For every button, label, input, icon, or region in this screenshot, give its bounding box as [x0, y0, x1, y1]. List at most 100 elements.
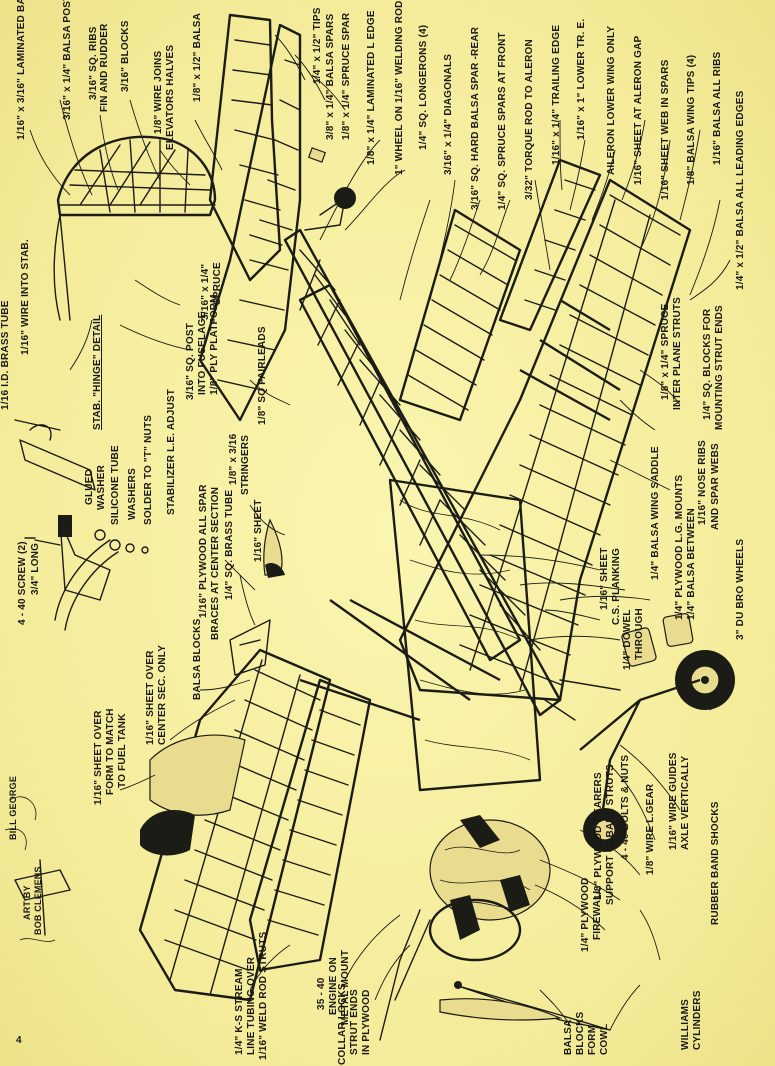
lower-wing [138, 648, 372, 1002]
label-screw: 4 - 40 SCREW (2) [17, 541, 28, 625]
label-stab-le-adjust: STABILIZER L.E. ADJUST [166, 388, 177, 515]
label-balsa-cowl: BALSA [563, 1019, 574, 1055]
label-sheet-116: 1/16" SHEET [253, 499, 264, 562]
label-firewall: 1/4" PLYWOOD [580, 877, 591, 952]
label-glued: GLUED [84, 469, 95, 505]
label-blocks: 3/16" BLOCKS [120, 20, 131, 92]
label-axle: AXLE VERTICALLY [680, 755, 691, 850]
label-line-tubing: LINE TUBING OVER [246, 956, 257, 1055]
struts [229, 298, 621, 722]
label-washer: WASHER [96, 464, 107, 510]
label-mounting-blocks: 1/4" SQ. BLOCKS FOR [702, 308, 713, 420]
label-bolts: 4 - 40 BOLTS & NUTS [620, 754, 631, 860]
label-dowel: 1/4" DOWEL [622, 609, 633, 670]
label-silicone: SILICONE TUBE [110, 445, 121, 525]
label-interplane-spruce: 1/8" x 1/4" SPRUCE [660, 303, 671, 400]
label-weld-rod: 1/16" WELD ROD STRUTS [258, 931, 269, 1060]
page-number: 4 [16, 1035, 22, 1046]
label-plywood-spar: 1/16" PLYWOOD ALL SPAR [198, 484, 209, 618]
label-hard-balsa: 3/16" SQ. HARD BALSA SPAR -REAR [470, 26, 481, 210]
label-engine: 35 - 40 [316, 977, 327, 1010]
label-mounting-strut-ends: MOUNTING STRUT ENDS [714, 305, 725, 430]
label-balsa-half: 1/8" x 1/2" BALSA [192, 12, 203, 102]
label-sheet-cs: 1/16" SHEET [599, 547, 610, 610]
label-cowl: COWL [599, 1023, 610, 1055]
label-screw-len: 3/4" LONG [30, 542, 41, 595]
fin-and-rudder [53, 135, 217, 321]
label-wing-tips: 1/8" BALSA WING TIPS (4) [686, 54, 697, 185]
label-stringers: 1/8" x 3/16 [228, 433, 239, 485]
label-diagonals: 3/16" x 1/4" DIAGONALS [443, 53, 454, 175]
label-ks-stream: 1/4" K-S STREAM [234, 968, 245, 1055]
label-tips: 1/4" x 1/2" TIPS [312, 7, 323, 84]
label-brass-tube: 1/16 I.D. BRASS TUBE [0, 300, 11, 410]
propeller [439, 981, 563, 1021]
label-collar: COLLAR LOCKS [337, 983, 348, 1065]
label-ply-bearers: 1/8" PLYWOOD BEARERS [593, 772, 604, 900]
hinge-detail [14, 419, 149, 631]
label-fuel-tank: TO FUEL TANK [117, 713, 128, 788]
tail-wheel [304, 147, 356, 231]
label-aileron: AILERON LOWER WING ONLY [606, 25, 617, 175]
label-torque-rod: 3/32" TORQUE ROD TO ALERON [524, 39, 535, 200]
label-ply-lg: 1/4" PLYWOOD L.G. MOUNTS [674, 474, 685, 620]
label-solder: SOLDER TO "T" NUTS [143, 414, 154, 525]
label-williams: WILLIAMS [680, 998, 691, 1050]
label-spruce-spar: 1/8" x 1/4" SPRUCE SPAR [341, 12, 352, 140]
label-form-fuel: FORM TO MATCH [105, 708, 116, 795]
label-form-cowl: FORM [587, 1024, 598, 1055]
label-sheet-aileron: 1/16" SHEET AT ALERON GAP [633, 35, 644, 185]
label-cabane: SUPPORT CABANE STRUTS [605, 764, 616, 905]
label-firewall2: FIREWALL [592, 887, 603, 940]
label-sheet-center: 1/16" SHEET OVER [145, 650, 156, 745]
label-wheel-weld: 1" WHEEL ON 1/16" WELDING ROD [394, 0, 405, 175]
engine-cowl [379, 815, 611, 1041]
label-sq-post: 3/16" SQ. POST [185, 322, 196, 400]
label-sheet-web: 1/16" SHEET WEB IN SPARS [660, 59, 671, 201]
label-longerons: 1/4" SQ. LONGERONS (4) [418, 24, 429, 150]
label-ply-platform: 1/8" PLY PLATFORM [209, 294, 220, 395]
label-balsa-post: 3/16" x 1/4" BALSA POST [62, 0, 73, 120]
label-lam-le: 1/8" x 1/4" LAMINATED L EDGE [366, 10, 377, 165]
upper-wing [398, 178, 692, 702]
label-through: THROUGH [634, 608, 645, 660]
label-wire-joins: 1/8" WIRE JOINS [153, 50, 164, 134]
label-braces-center: BRACES AT CENTER SECTION [210, 486, 221, 640]
label-nose-ribs: 1/16" NOSE RIBS [697, 440, 708, 525]
landing-gear [544, 613, 735, 852]
label-balsa-blocks: BALSA BLOCKS [192, 618, 203, 700]
label-balsa-ribs: 1/16" BALSA ALL RIBS [712, 51, 723, 165]
label-wire-stab: 1/16" WIRE INTO STAB. [20, 239, 31, 355]
label-balsa-spars: 3/8" x 1/4" BALSA SPARS [325, 13, 336, 140]
label-spruce-front: 1/4" SQ. SPRUCE SPARS AT FRONT [497, 32, 508, 210]
label-cs-planking: C.S. PLANKING [611, 547, 622, 625]
label-trailing-edge: 1/16" x 1/4" TRAILING EDGE [551, 24, 562, 165]
label-spar-webs: AND SPAR WEBS [710, 443, 721, 530]
label-cylinders: CYLINDERS [692, 990, 703, 1050]
label-rubber-band: RUBBER BAND SHOCKS [710, 801, 721, 925]
label-sq-ribs: 3/16" SQ. RIBS [88, 26, 99, 100]
label-signature: BILL GEORGE [8, 775, 18, 840]
label-stab-hinge: STAB. "HINGE" DETAIL [92, 314, 103, 430]
label-sq-brass: 1/4" SQ. BRASS TUBE [224, 489, 235, 600]
label-wire-lg: 1/8" WIRE L.GEAR [645, 783, 656, 875]
label-stringers2: STRINGERS [240, 434, 251, 495]
label-fairleads: 1/8" SQ FAIRLEADS [257, 326, 268, 425]
artist-sketch [4, 796, 71, 942]
label-wire-guides: 1/16" WIRE GUIDES [668, 752, 679, 850]
label-interplane-struts: INTER PLANE STRUTS [672, 296, 683, 410]
fuel-tank-sheet [140, 734, 246, 856]
label-du-bro: 3" DU BRO WHEELS [735, 538, 746, 640]
label-balsa-saddle: 1/4" BALSA WING SADDLE [650, 446, 661, 580]
label-sheet-form: 1/16" SHEET OVER [93, 710, 104, 805]
right-upper-panel [398, 158, 602, 422]
label-in-plywood: IN PLYWOOD [361, 989, 372, 1055]
label-washers: WASHERS [127, 468, 138, 520]
label-balsa-between: 1/4" BALSA BETWEEN [686, 508, 697, 620]
label-artist: BOB CLEMENS [33, 866, 43, 935]
label-fin-rudder: FIN AND RUDDER [99, 23, 110, 112]
stabilizer-elevator [198, 13, 302, 422]
label-lam-balsa-post: 1/16" x 3/16" LAMINATED BALSA [16, 0, 27, 140]
label-blocks-form: BLOCKS [575, 1011, 586, 1055]
